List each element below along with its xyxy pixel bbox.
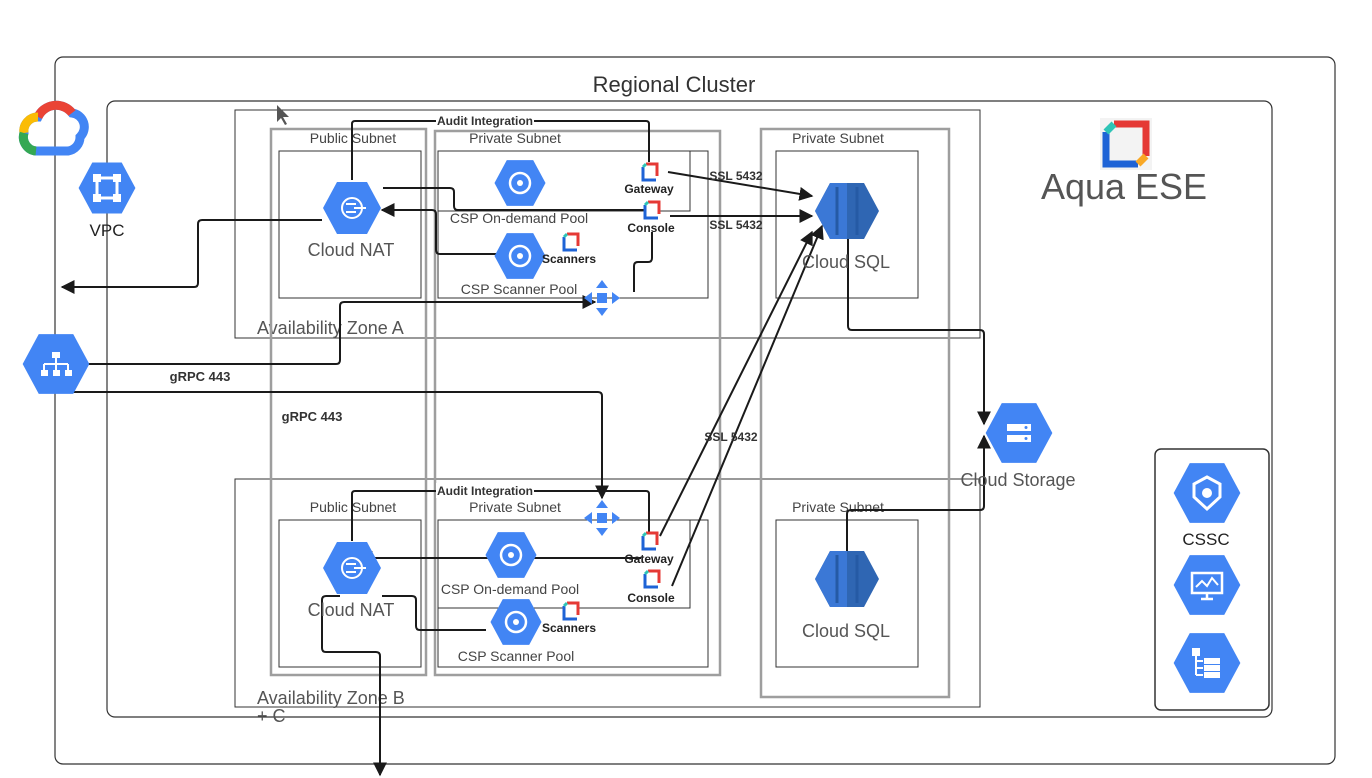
zone-b-title-line1: Availability Zone B [257,688,405,708]
zone-b-title-line2: + C [257,706,286,726]
ssl-label-1: SSL 5432 [709,169,762,183]
zone-b-ondemand-pool-icon [485,532,537,578]
zone-b-scanner-pool-icon [490,599,542,645]
zone-b-scanner-pool-label: CSP Scanner Pool [458,648,574,664]
zone-a-console-aqua-icon [643,200,661,220]
zone-b-db-subnet-label: Private Subnet [792,499,884,515]
grpc-label-2: gRPC 443 [282,409,343,424]
zone-a-db-subnet-label: Private Subnet [792,130,884,146]
zone-a-console-label: Console [627,221,675,235]
zone-a-ondemand-pool-label: CSP On-demand Pool [450,210,588,226]
zone-a-gateway-sql-link [667,171,814,201]
cssc-panel [1154,448,1270,711]
zone-a-nat-box [278,150,422,299]
product-title: Aqua ESE [1041,166,1207,207]
load-balancer-icon [22,334,90,394]
ssl-label-2: SSL 5432 [709,218,762,232]
vpc-icon [78,162,136,214]
zone-b-ondemand-pool-label: CSP On-demand Pool [441,581,579,597]
zone-a-gateway-aqua-icon [641,162,659,182]
zone-b-cloud-sql-label: Cloud SQL [802,621,890,641]
zone-b-console-sql-link [671,224,824,587]
zone-a-audit-label: Audit Integration [437,114,533,128]
monitoring-icon [1173,555,1241,615]
logging-icon [1173,633,1241,693]
grpc-link-zone-b [62,391,609,500]
zone-b-cloud-nat-label: Cloud NAT [308,600,395,620]
zone-a-ondemand-pool-icon [494,160,546,206]
zone-b-scanners-aqua-icon [562,601,580,621]
sql-b-storage-link [846,434,991,578]
grpc-link-zone-a [62,295,597,365]
zone-b-nat-egress-link [321,595,387,777]
zone-b-box [234,478,981,708]
zone-b-gateway-aqua-icon [641,531,659,551]
zone-a-gateway-label: Gateway [624,182,674,196]
zone-a-box [234,109,981,339]
zone-a-title: Availability Zone A [257,318,404,338]
grpc-label-1: gRPC 443 [170,369,231,384]
regional-cluster-title: Regional Cluster [593,72,756,97]
zone-b-audit-label-bg [436,483,534,498]
regional-cluster-box [106,100,1273,718]
zone-b-console-label: Console [627,591,675,605]
zone-a-internal-lb-icon [584,280,620,316]
zone-a-scanner-pool-label: CSP Scanner Pool [461,281,577,297]
sql-a-storage-link [847,238,991,426]
security-command-icon [1173,463,1241,523]
zone-b-scanners-label: Scanners [542,621,596,635]
zone-a-nat-ondemand-link [383,187,645,211]
private-subnet-column [433,129,722,677]
db-subnet-column [759,127,951,699]
public-subnet-column [269,127,428,677]
zone-b-private-subnet-label: Private Subnet [469,499,561,515]
vpc-box [54,56,1336,765]
zone-b-nat-box [278,519,422,668]
zone-b-console-aqua-icon [643,569,661,589]
cloud-storage-icon [985,403,1053,463]
zone-a-private-subnet-label: Private Subnet [469,130,561,146]
cloud-storage-label: Cloud Storage [960,470,1075,490]
cssc-label: CSSC [1182,530,1229,549]
zone-a-audit-label-bg [436,113,534,128]
gcp-logo-icon [18,100,89,156]
zone-a-scanners-nat-link [380,203,500,255]
zone-b-title: Availability Zone B + C [257,688,410,726]
zone-a-public-subnet-label: Public Subnet [310,130,397,146]
zone-a-scanners-aqua-icon [562,232,580,252]
aqua-logo-icon [1100,118,1152,170]
zone-a-cloud-nat-label: Cloud NAT [308,240,395,260]
zone-a-scanner-pool-icon [494,233,546,279]
zone-b-cloud-nat-icon [323,542,381,594]
zone-b-gateway-label: Gateway [624,552,674,566]
zone-a-nat-egress-link [60,219,322,294]
zone-b-internal-lb-icon [584,500,620,536]
zone-a-scanners-label: Scanners [542,252,596,266]
zone-a-cloud-sql-label: Cloud SQL [802,252,890,272]
zone-a-cloud-nat-icon [323,182,381,234]
vpc-label: VPC [90,221,125,240]
zone-b-audit-label: Audit Integration [437,484,533,498]
zone-b-public-subnet-label: Public Subnet [310,499,397,515]
zone-b-gateway-sql-link [659,230,813,537]
mouse-cursor-icon [277,105,289,125]
ssl-label-3: SSL 5432 [704,430,757,444]
zone-b-scanners-nat-link [382,595,486,631]
zone-a-lb-console-link [633,232,653,292]
zone-a-cloud-sql-icon [815,183,879,239]
zone-b-cloud-sql-icon [815,551,879,607]
